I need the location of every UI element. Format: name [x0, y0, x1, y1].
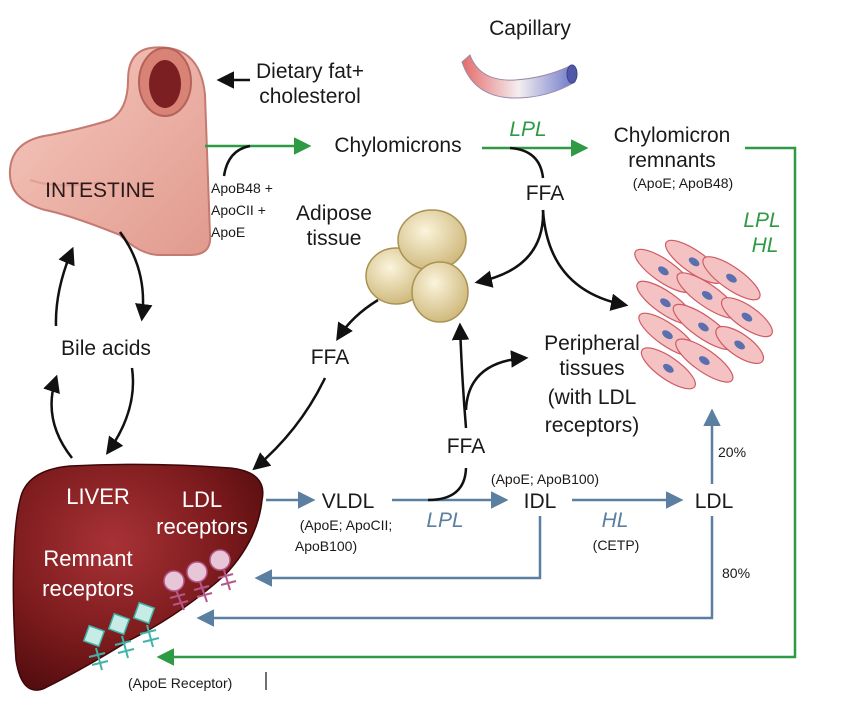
apoe-receptor-glyphs — [82, 601, 160, 671]
arrow-ffa-to-adipose — [474, 209, 545, 288]
arrow-ffa-to-muscle — [541, 209, 629, 311]
intestine-label: INTESTINE — [45, 179, 155, 202]
capillary-illustration — [461, 54, 578, 99]
vldl-label: VLDL — [322, 490, 375, 513]
arrow-liver-to-bile — [43, 374, 73, 459]
apoe-receptor-label: (ApoE Receptor) — [128, 675, 232, 691]
arrow-intestine-to-bile — [118, 231, 153, 322]
apoe-label: ApoE — [211, 224, 245, 240]
chylomicron-remnants-apo-label: (ApoE; ApoB48) — [633, 175, 733, 191]
ffa-left-label: FFA — [311, 346, 350, 369]
ldl-receptors-line2: receptors — [156, 514, 248, 539]
vldl-apo-line1: (ApoE; ApoCII; — [300, 517, 393, 533]
arrow-idl-to-liver — [254, 516, 542, 587]
ldl-receptor-glyphs — [163, 549, 237, 611]
tissue-label: tissue — [307, 227, 362, 250]
arrow-ffa-to-liver — [252, 377, 327, 471]
hl-right-label: HL — [752, 234, 779, 257]
hl-bottom-label: HL — [602, 509, 629, 532]
cholesterol-label: cholesterol — [259, 85, 361, 108]
lpl-right-label: LPL — [743, 209, 780, 232]
intestine-illustration — [8, 46, 212, 256]
ffa-release-curve-vldl — [427, 467, 468, 502]
apocii-label: ApoCII + — [211, 202, 266, 218]
remnant-receptors-line1: Remnant — [43, 546, 132, 571]
apob48-label: ApoB48 + — [211, 180, 273, 196]
tissues-label: tissues — [559, 357, 624, 380]
apo-addition-curve — [222, 144, 251, 177]
chylomicrons-label: Chylomicrons — [334, 134, 461, 157]
bile-acids-label: Bile acids — [61, 337, 151, 360]
remnants-label: remnants — [628, 149, 716, 172]
vldl-apo-line2: ApoB100) — [295, 538, 357, 554]
peripheral-cells-illustration — [634, 239, 773, 390]
chylomicron-remnants-label: Chylomicron — [614, 124, 731, 147]
arrow-bile-to-intestine — [54, 246, 75, 327]
arrow-adipose-to-ffa — [336, 298, 379, 341]
with-ldl-label: (with LDL — [548, 386, 637, 409]
lpl-bottom-label: LPL — [426, 509, 463, 532]
arrow-ldl-to-liver — [196, 516, 714, 627]
receptors-label: receptors) — [545, 414, 640, 437]
liver-illustration — [12, 463, 264, 691]
capillary-label: Capillary — [489, 17, 571, 40]
lpl-top-label: LPL — [509, 118, 546, 141]
remnant-receptors-line2: receptors — [42, 576, 134, 601]
idl-label: IDL — [524, 490, 557, 513]
pct-20-label: 20% — [718, 444, 746, 460]
arrow-idl-ffa-to-peripheral — [464, 350, 529, 411]
ffa-mid-label: FFA — [447, 435, 486, 458]
ldl-receptors-line1: LDL — [182, 487, 222, 512]
line-remnants-to-liver — [156, 146, 797, 666]
ldl-label: LDL — [695, 490, 734, 513]
idl-apo-label: (ApoE; ApoB100) — [491, 471, 599, 487]
arrow-idl-ffa-to-adipose — [451, 322, 470, 429]
arrow-bile-to-liver — [105, 367, 135, 455]
cetp-label: (CETP) — [593, 537, 640, 553]
pct-80-label: 80% — [722, 565, 750, 581]
ffa-release-curve-top — [509, 146, 545, 179]
liver-label: LIVER — [66, 484, 130, 509]
ffa-top-label: FFA — [526, 182, 565, 205]
adipose-label: Adipose — [296, 202, 372, 225]
dietary-fat-label: Dietary fat+ — [256, 60, 364, 83]
adipose-cells-illustration — [365, 209, 469, 323]
peripheral-label: Peripheral — [544, 332, 640, 355]
